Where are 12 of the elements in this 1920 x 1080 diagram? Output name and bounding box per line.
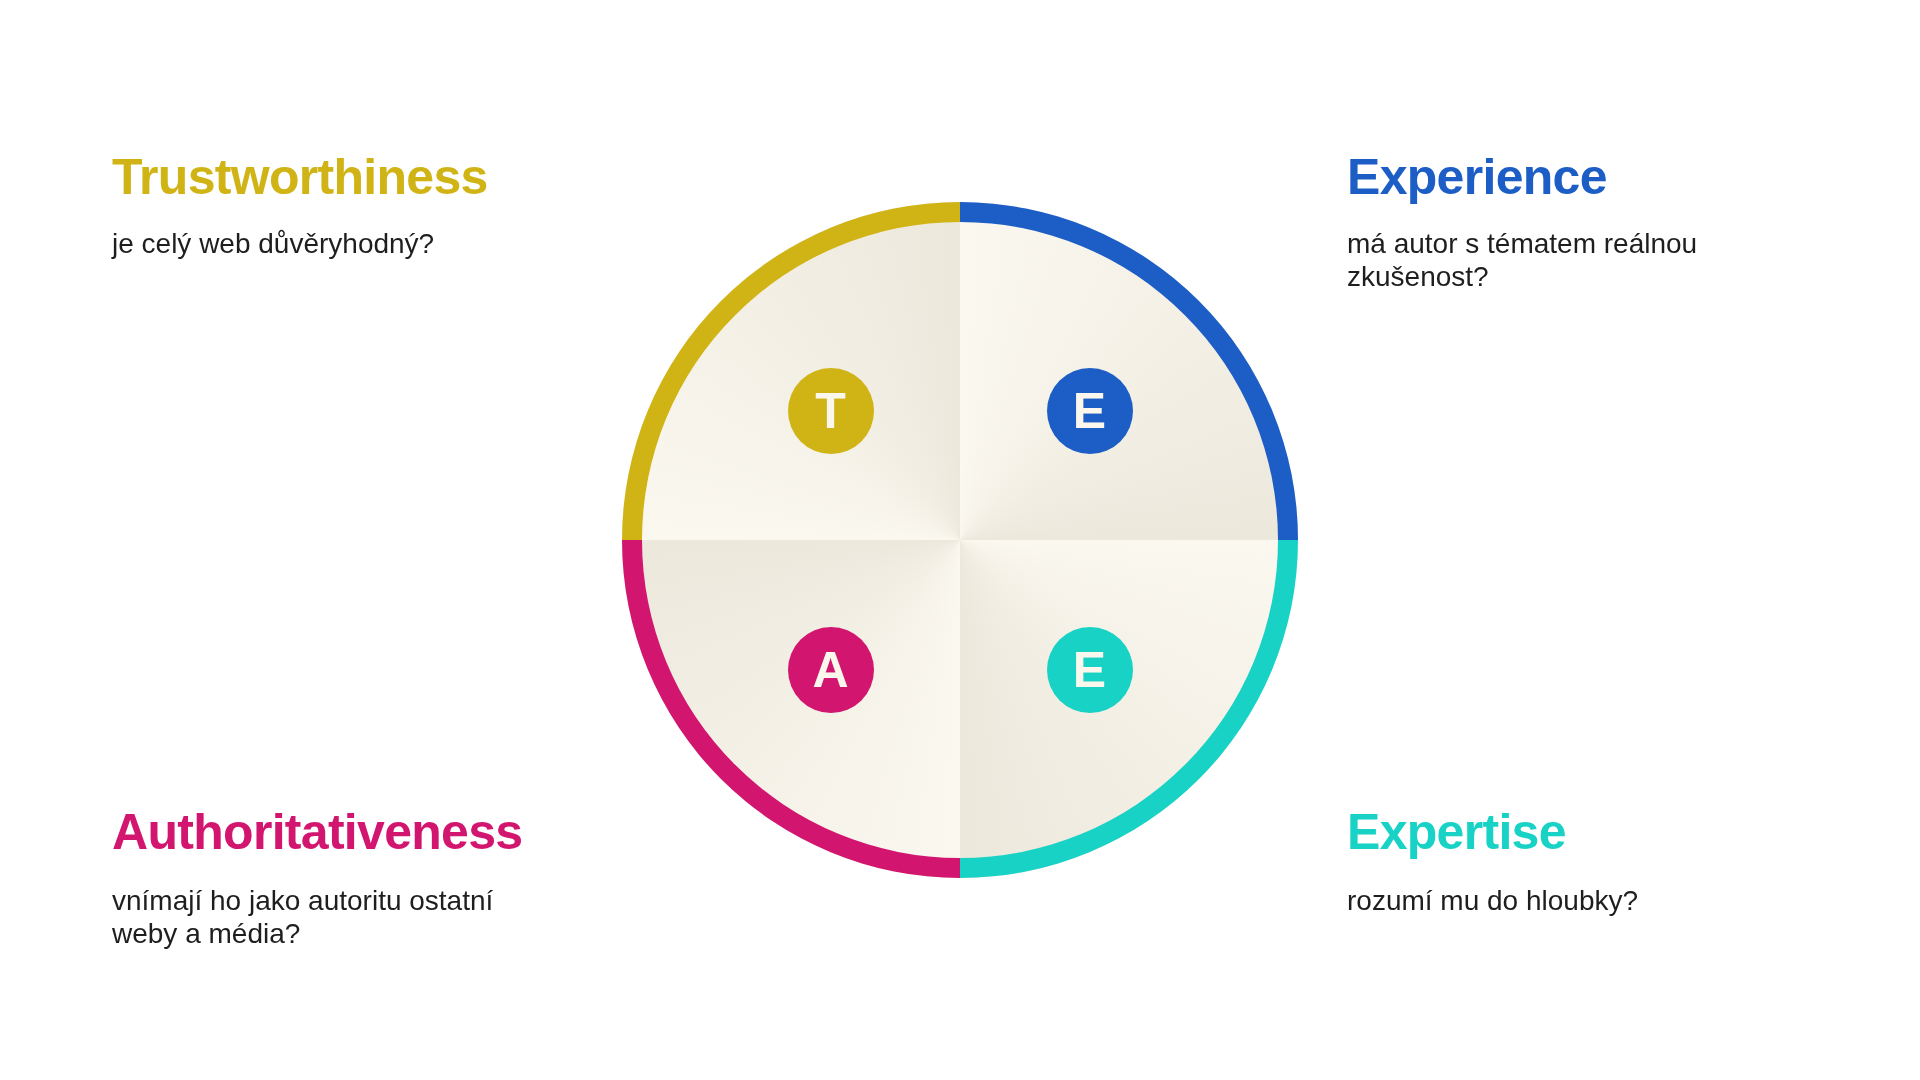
question-text: rozumí mu do hloubky? — [1347, 884, 1640, 917]
letter-circle: T — [787, 367, 874, 454]
question-text: vnímají ho jako autoritu ostatní weby a média? — [112, 884, 495, 950]
heading: Trustworthiness — [112, 149, 488, 206]
question-text: je celý web důvěryhodný? — [112, 227, 436, 260]
letter-circle: E — [1046, 367, 1133, 454]
letter-circle: A — [787, 626, 874, 713]
heading: Authoritativeness — [112, 804, 523, 861]
question-text: má autor s tématem reálnou zkušenost? — [1347, 227, 1699, 293]
heading: Experience — [1347, 149, 1607, 206]
letter-circle: E — [1046, 626, 1133, 713]
heading: Expertise — [1347, 804, 1566, 861]
